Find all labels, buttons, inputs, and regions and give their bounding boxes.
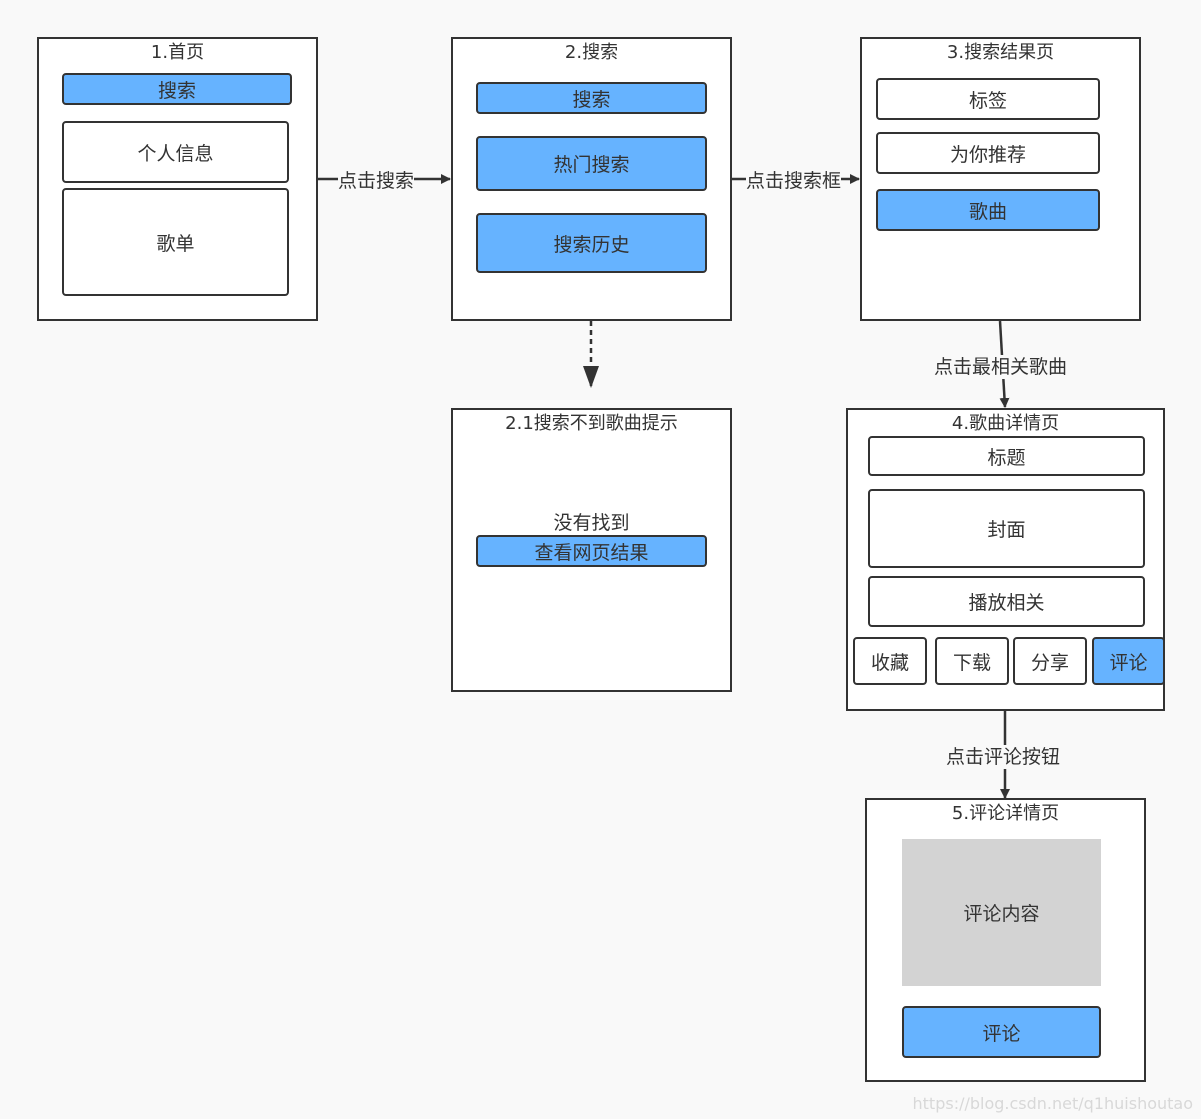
search-box[interactable]: 搜索: [476, 82, 707, 114]
screen-title: 5.评论详情页: [951, 803, 1060, 824]
download-button[interactable]: 下载: [935, 637, 1009, 685]
watermark: https://blog.csdn.net/q1huishoutao: [912, 1094, 1193, 1113]
playlist-button[interactable]: 歌单: [62, 188, 289, 296]
screen-search: 2.搜索 搜索 热门搜索 搜索历史: [451, 37, 732, 321]
screen-search-results: 3.搜索结果页 标签 为你推荐 歌曲: [860, 37, 1141, 321]
search-button[interactable]: 搜索: [62, 73, 292, 105]
tags-button[interactable]: 标签: [876, 78, 1100, 120]
screen-home: 1.首页 搜索 个人信息 歌单: [37, 37, 318, 321]
edge-label-search-to-results: 点击搜索框: [746, 169, 842, 193]
screen-title: 3.搜索结果页: [946, 42, 1055, 63]
favorite-button[interactable]: 收藏: [853, 637, 927, 685]
not-found-message: 没有找到: [553, 512, 630, 534]
view-web-results-button[interactable]: 查看网页结果: [476, 535, 707, 567]
screen-comments: 5.评论详情页 评论内容 评论: [865, 798, 1146, 1082]
profile-button[interactable]: 个人信息: [62, 121, 289, 183]
edge-label-detail-to-comments: 点击评论按钮: [946, 745, 1061, 769]
search-history-button[interactable]: 搜索历史: [476, 213, 707, 273]
cover-image: 封面: [868, 489, 1145, 568]
screen-title: 1.首页: [150, 42, 205, 63]
playback-controls[interactable]: 播放相关: [868, 576, 1145, 627]
songs-button[interactable]: 歌曲: [876, 189, 1100, 231]
edge-label-results-to-detail: 点击最相关歌曲: [934, 355, 1068, 379]
comment-button[interactable]: 评论: [1092, 637, 1165, 685]
screen-song-detail: 4.歌曲详情页 标题 封面 播放相关 收藏 下载 分享 评论: [846, 408, 1165, 711]
comment-content-area: 评论内容: [902, 839, 1101, 986]
hot-search-button[interactable]: 热门搜索: [476, 136, 707, 191]
screen-title: 2.1搜索不到歌曲提示: [505, 413, 678, 434]
screen-title: 2.搜索: [564, 42, 619, 63]
recommend-button[interactable]: 为你推荐: [876, 132, 1100, 174]
post-comment-button[interactable]: 评论: [902, 1006, 1101, 1058]
share-button[interactable]: 分享: [1013, 637, 1087, 685]
edge-label-home-to-search: 点击搜索: [338, 169, 415, 193]
screen-title: 4.歌曲详情页: [951, 413, 1060, 434]
arrowhead-search-to-notfound: [583, 366, 599, 388]
song-title-field: 标题: [868, 436, 1145, 476]
screen-not-found: 2.1搜索不到歌曲提示 没有找到 查看网页结果: [451, 408, 732, 692]
